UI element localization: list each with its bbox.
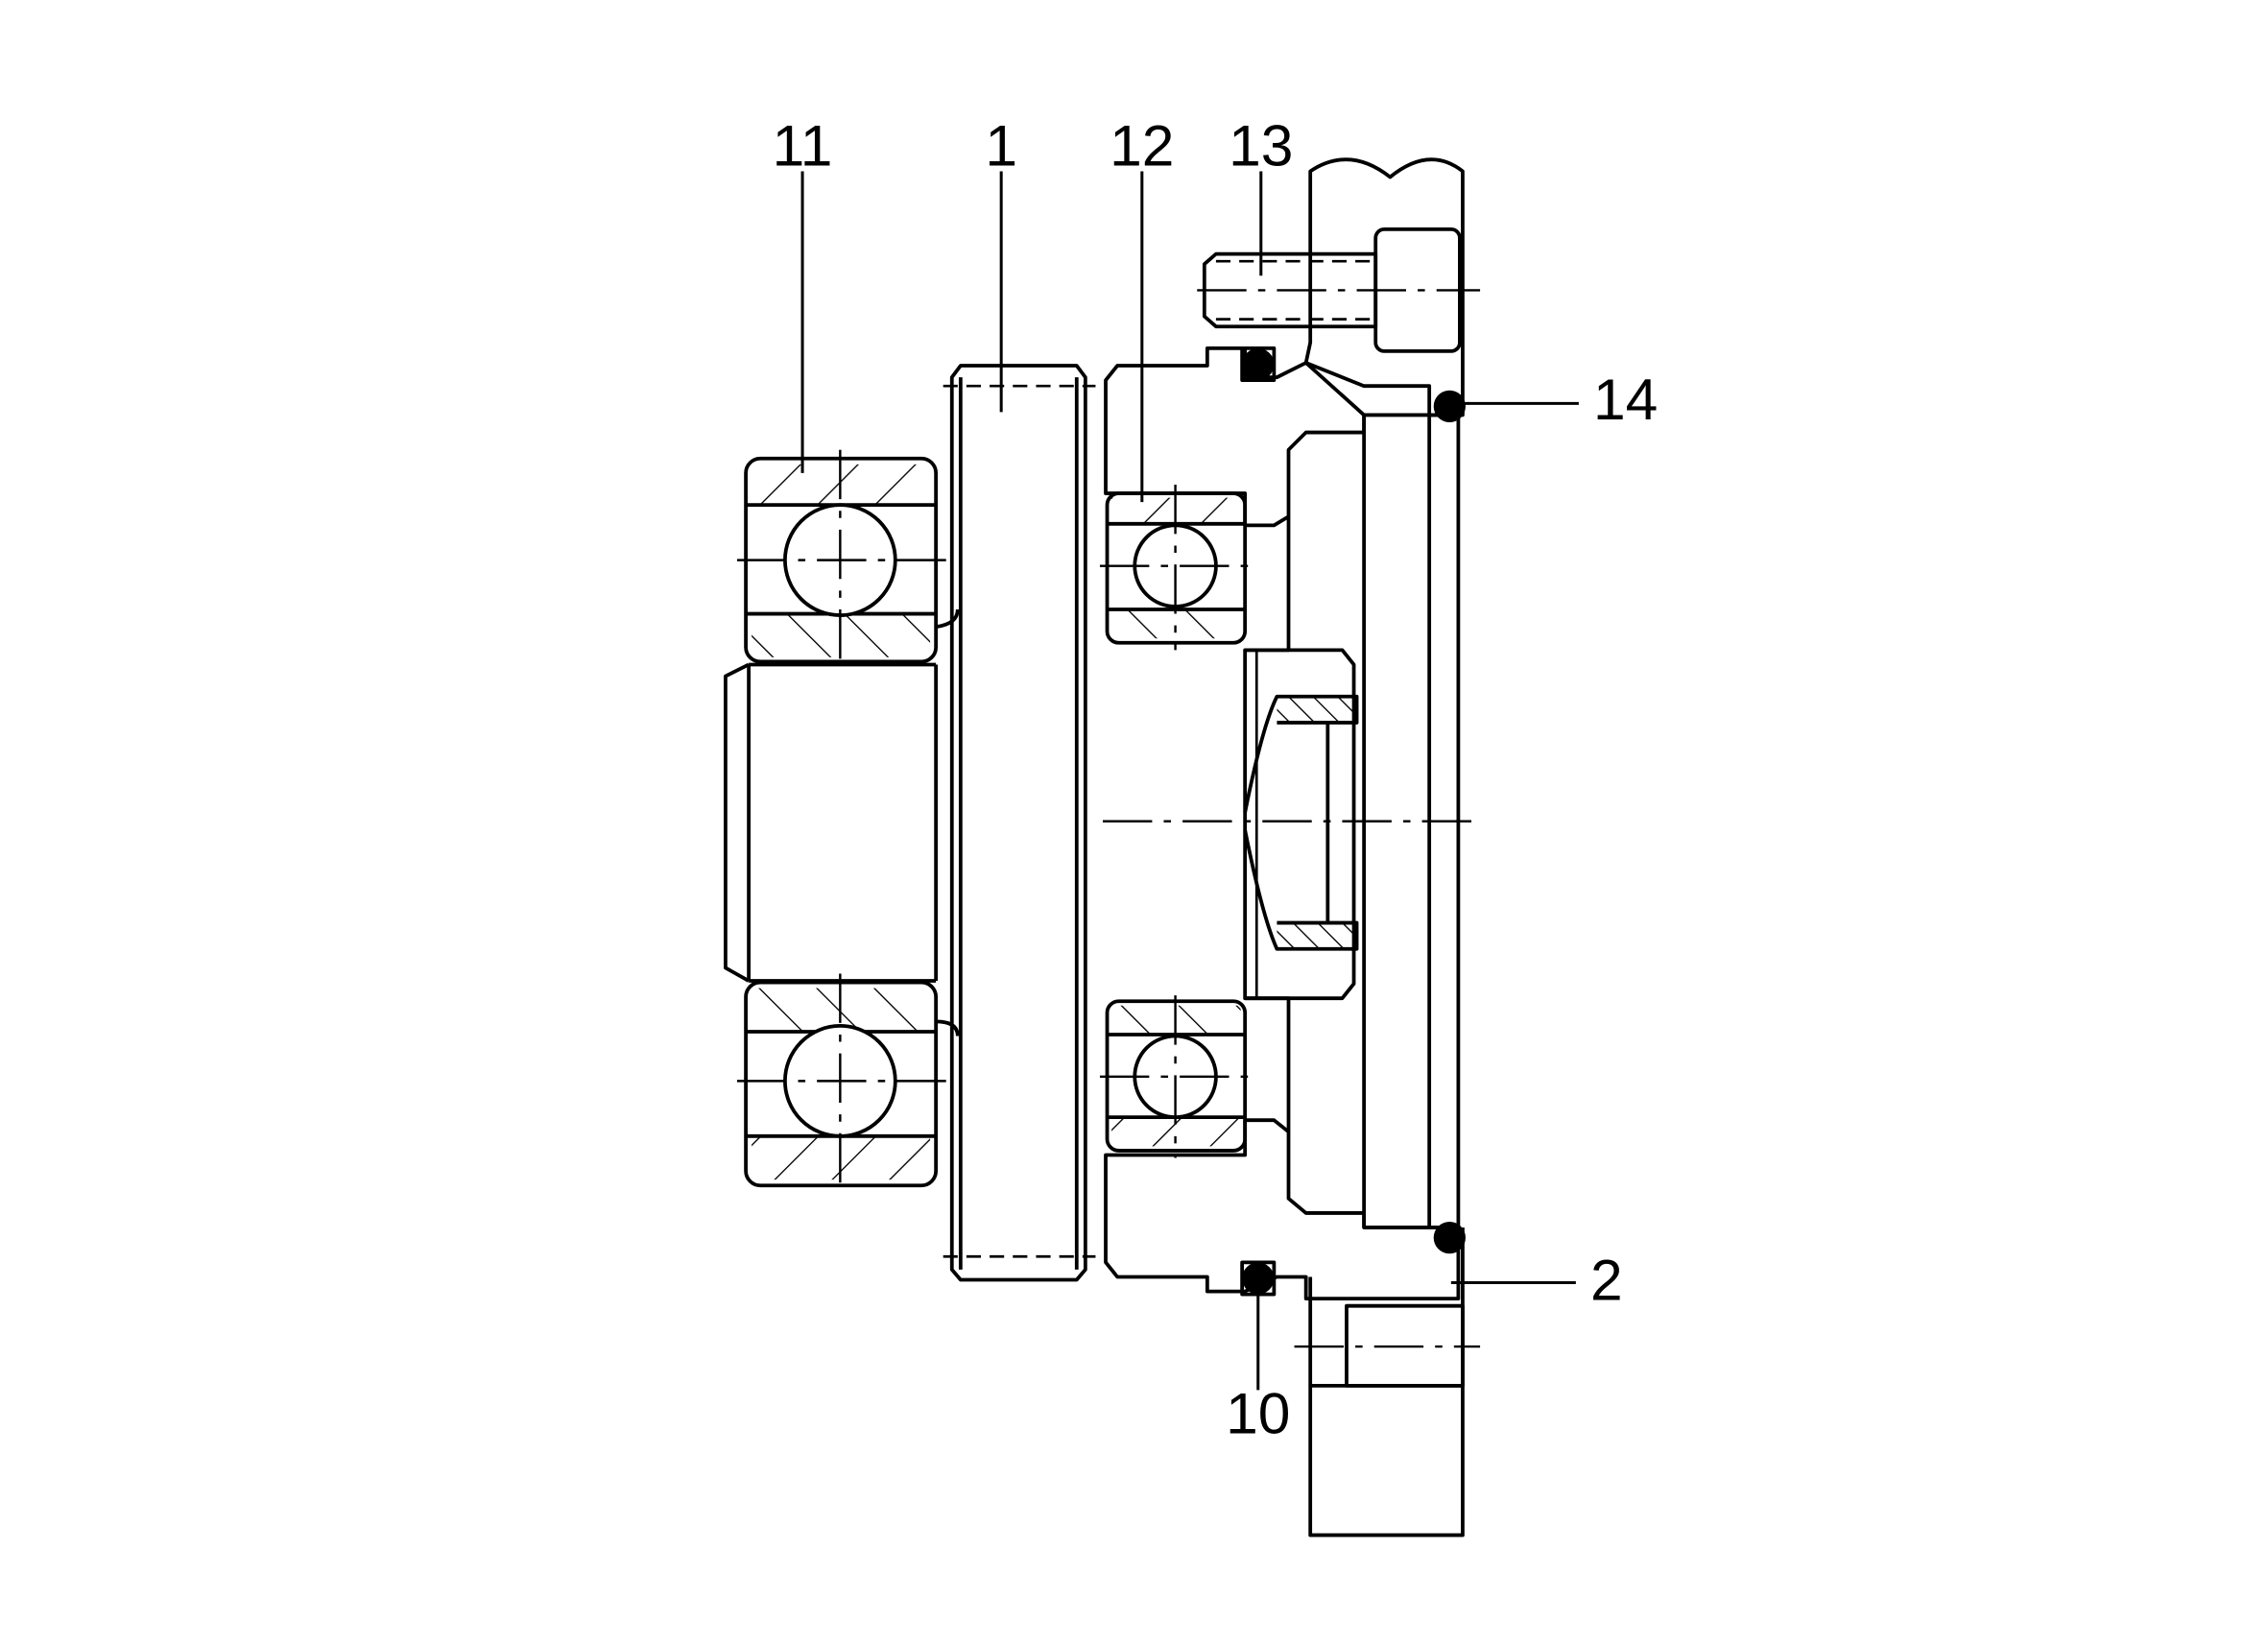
screw-13 [1197, 227, 1481, 353]
part-1-gear [943, 364, 1096, 1282]
callout-14: 14 [1593, 367, 1658, 432]
callout-1: 1 [985, 112, 1017, 178]
callout-13: 13 [1229, 112, 1293, 178]
callout-10: 10 [1226, 1381, 1290, 1446]
callout-12: 12 [1110, 112, 1174, 178]
shaft-bore [724, 608, 960, 1036]
bearing-12 [1099, 484, 1252, 1158]
bearing-11 [737, 449, 946, 1195]
part-2-flange [1294, 157, 1481, 1537]
leader-lines [800, 171, 1579, 1391]
central-hub [1243, 648, 1359, 1001]
callout-2: 2 [1590, 1248, 1623, 1313]
carrier-housing [1102, 345, 1484, 1301]
callout-labels: 11 1 12 13 14 2 10 [773, 112, 1659, 1445]
callout-11: 11 [773, 112, 833, 178]
o-rings [1240, 345, 1466, 1297]
